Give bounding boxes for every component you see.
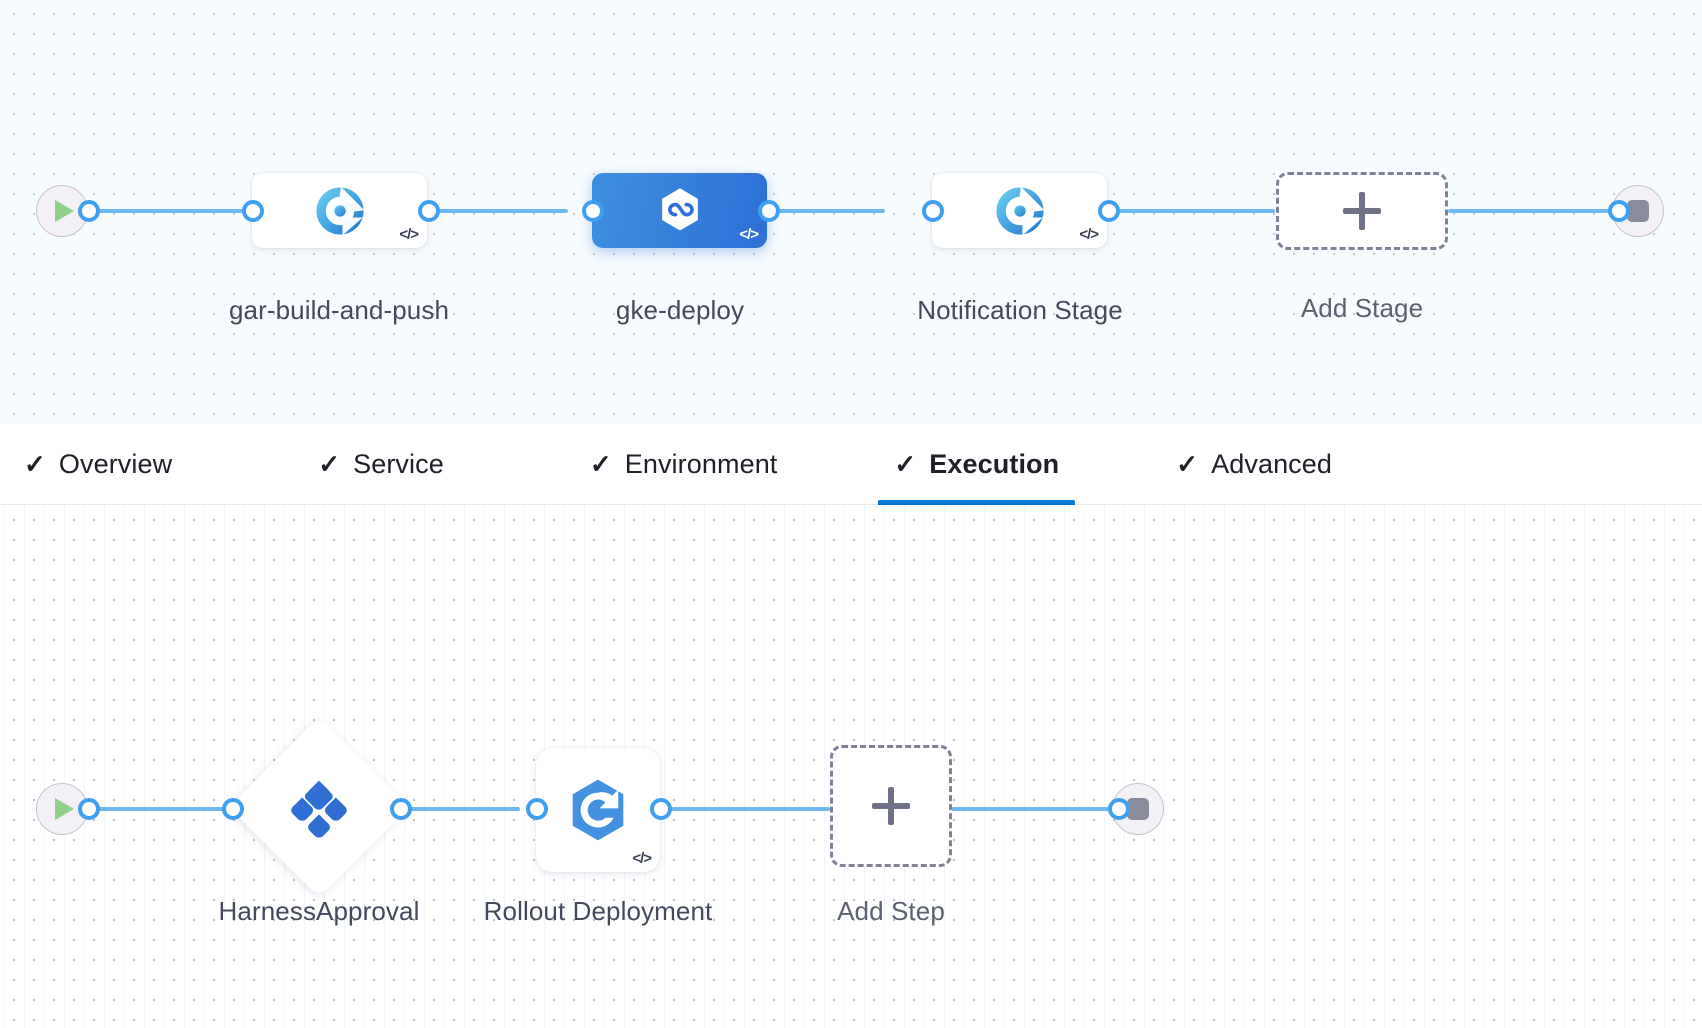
step-output-port[interactable] [390, 798, 412, 820]
stage-label-gar-build-and-push: gar-build-and-push [228, 295, 450, 325]
stage-label-gke-deploy: gke-deploy [615, 295, 745, 325]
stage-graph-canvas[interactable]: </> gar-build-and-push </> gke-deploy [0, 0, 1702, 424]
stage-connector-line [408, 209, 568, 213]
step-output-port[interactable] [650, 798, 672, 820]
stop-icon [1627, 200, 1649, 222]
stage-node-gar-build-and-push[interactable]: </> [252, 173, 427, 248]
stage-label-notification-stage: Notification Stage [917, 295, 1123, 325]
stage-node-notification-stage[interactable]: </> [932, 173, 1107, 248]
harness-donut-icon [315, 186, 364, 235]
stage-connector-line [86, 209, 248, 213]
stage-code-badge: </> [1079, 226, 1099, 243]
step-code-badge: </> [632, 850, 652, 867]
check-icon: ✓ [24, 449, 46, 479]
plus-icon [1343, 192, 1381, 230]
add-step-button[interactable] [830, 745, 952, 867]
stop-icon [1127, 798, 1149, 820]
stage-start-port[interactable] [78, 200, 100, 222]
stage-output-port[interactable] [1098, 200, 1120, 222]
stage-connector-line [1448, 209, 1618, 213]
stage-connector-line [1050, 209, 1275, 213]
tab-service[interactable]: ✓ Service [288, 424, 474, 505]
play-icon [55, 798, 74, 820]
add-stage-label: Add Stage [1300, 293, 1424, 323]
check-icon: ✓ [1176, 449, 1199, 479]
check-icon: ✓ [318, 449, 341, 479]
step-node-harness-approval[interactable] [228, 716, 410, 898]
tab-advanced[interactable]: ✓ Advanced [1146, 424, 1362, 505]
step-input-port[interactable] [526, 798, 548, 820]
check-icon: ✓ [894, 449, 917, 479]
stage-config-tabs: ✓ Overview ✓ Service ✓ Environment ✓ Exe… [0, 424, 1702, 505]
harness-donut-icon [995, 186, 1044, 235]
tab-environment-label: Environment [624, 448, 778, 479]
step-node-rollout-deployment[interactable]: </> [536, 748, 660, 872]
tab-execution[interactable]: ✓ Execution [864, 424, 1089, 505]
tab-service-label: Service [353, 448, 444, 479]
add-stage-button[interactable] [1276, 172, 1448, 250]
stage-node-gke-deploy[interactable]: </> [592, 173, 767, 248]
stage-output-port[interactable] [758, 200, 780, 222]
stage-code-badge: </> [399, 226, 419, 243]
step-end-port[interactable] [1108, 798, 1130, 820]
step-connector-line [390, 807, 520, 811]
tab-overview[interactable]: ✓ Overview [0, 424, 202, 505]
stage-connector-line [730, 209, 885, 213]
step-connector-line [950, 807, 1115, 811]
tab-overview-label: Overview [58, 448, 173, 479]
stage-input-port[interactable] [922, 200, 944, 222]
tab-execution-label: Execution [929, 448, 1060, 479]
stage-input-port[interactable] [242, 200, 264, 222]
check-icon: ✓ [589, 449, 612, 479]
add-step-label: Add Step [837, 896, 945, 926]
execution-step-canvas[interactable]: HarnessApproval </> Rollout Deployment A… [0, 505, 1702, 1028]
play-icon [55, 200, 74, 222]
k8s-rollout-hexagon-icon [572, 779, 624, 841]
tab-environment[interactable]: ✓ Environment [560, 424, 808, 505]
stage-code-badge: </> [739, 226, 759, 243]
gke-hexagon-infinity-icon [661, 187, 698, 230]
stage-end-port[interactable] [1608, 200, 1630, 222]
step-label-rollout-deployment: Rollout Deployment [483, 896, 713, 926]
plus-icon [872, 787, 910, 825]
stage-input-port[interactable] [582, 200, 604, 222]
step-label-harness-approval: HarnessApproval [218, 896, 420, 926]
stage-output-port[interactable] [418, 200, 440, 222]
step-connector-line [86, 807, 231, 811]
step-start-port[interactable] [78, 798, 100, 820]
step-connector-line [650, 807, 830, 811]
tab-advanced-label: Advanced [1211, 448, 1333, 479]
step-input-port[interactable] [222, 798, 244, 820]
